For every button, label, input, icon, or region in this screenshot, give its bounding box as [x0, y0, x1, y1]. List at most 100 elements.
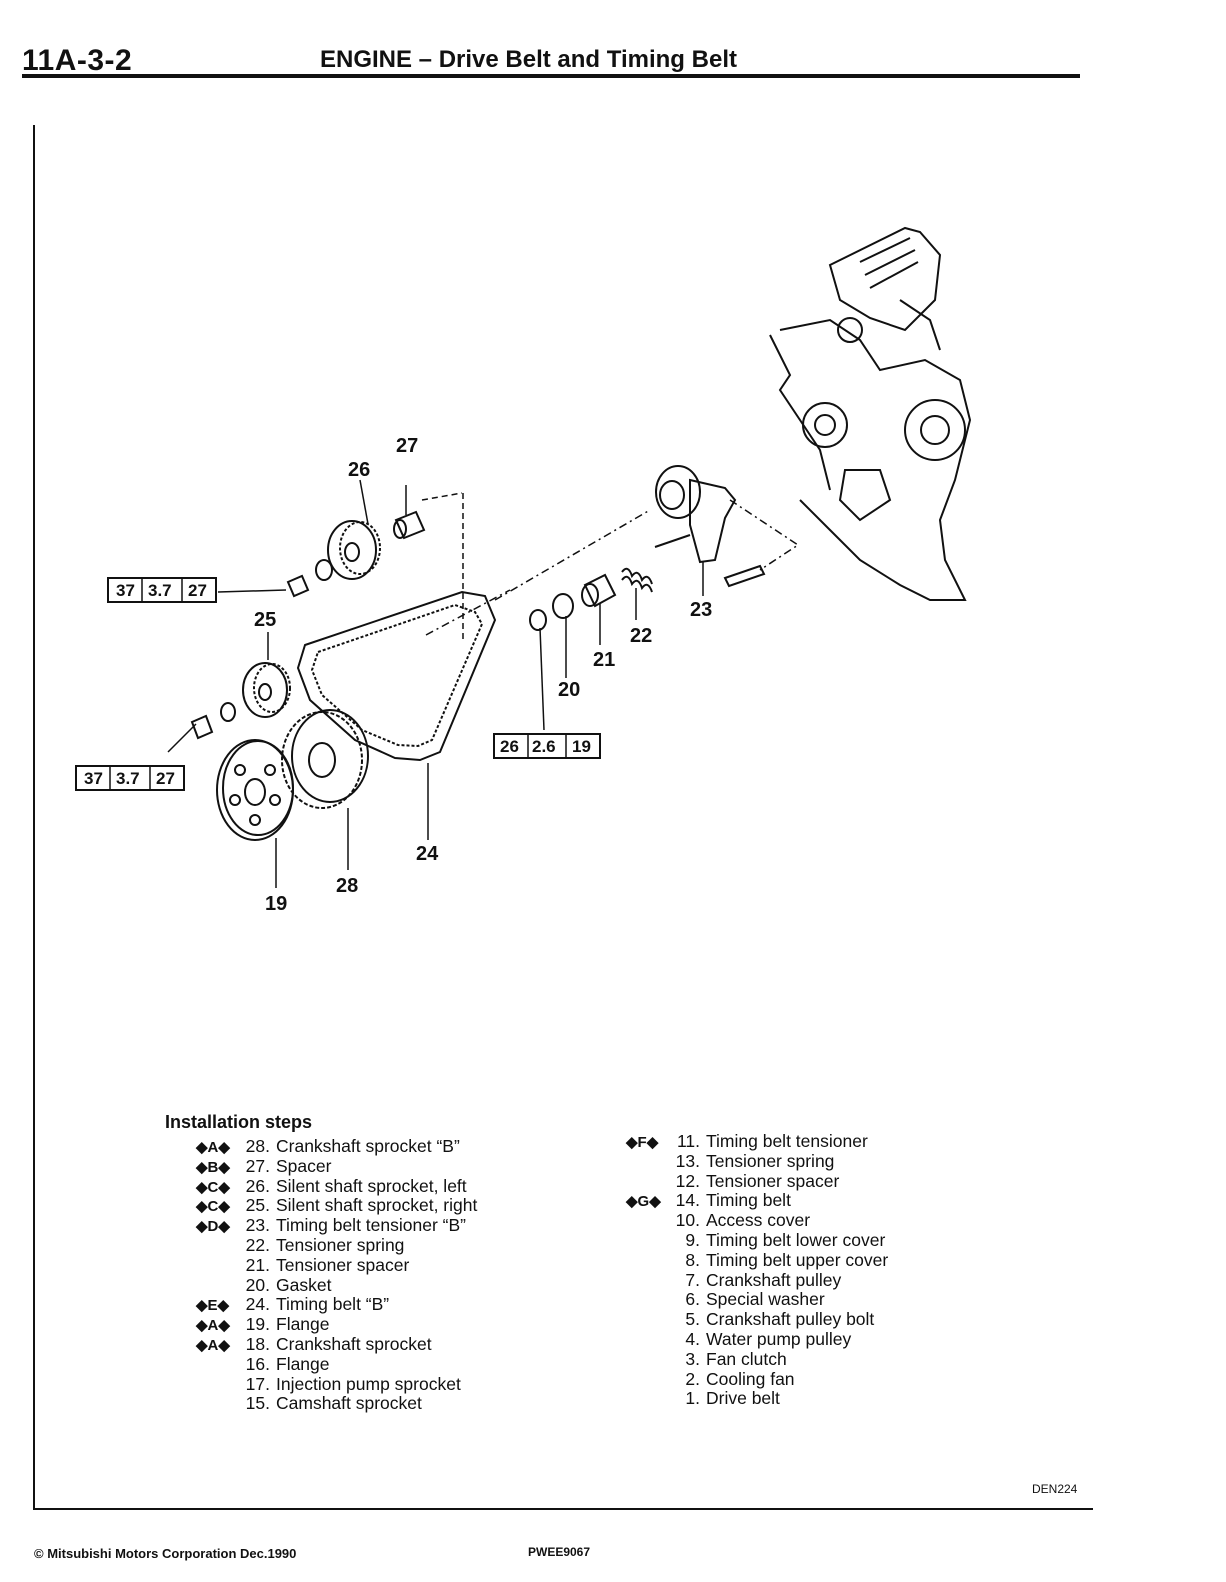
step-label: Timing belt “B” [276, 1294, 390, 1315]
step-number: 27. [245, 1155, 270, 1176]
callout-26: 26 [348, 459, 370, 481]
torque-ftlbs: 19 [572, 737, 591, 756]
step-label: Drive belt [706, 1388, 780, 1409]
tensioner-spring [621, 567, 653, 593]
step-number: 17. [245, 1373, 270, 1394]
step-number: 10. [675, 1210, 700, 1231]
header-rule [22, 74, 1080, 78]
torque-nm: 37 [84, 769, 103, 788]
step-number: 8. [685, 1249, 700, 1270]
callout-19: 19 [265, 893, 287, 915]
step-marker: ◆A◆ [196, 1317, 230, 1335]
step-number: 23. [245, 1215, 270, 1236]
step-label: Silent shaft sprocket, right [276, 1195, 478, 1216]
footer-doc-number: PWEE9067 [528, 1545, 591, 1559]
step-label: Fan clutch [706, 1348, 787, 1369]
torque-box: 37 3.7 27 [75, 765, 185, 791]
step-number: 28. [245, 1136, 270, 1156]
installation-step: 13.Tensioner spring [626, 1150, 986, 1172]
step-number: 5. [685, 1309, 700, 1330]
section-code: 11A-3-2 [22, 44, 133, 77]
installation-step: ◆F◆11.Timing belt tensioner [626, 1131, 986, 1152]
step-label: Camshaft sprocket [276, 1393, 422, 1414]
spacer [393, 510, 426, 540]
step-label: Water pump pulley [706, 1328, 852, 1349]
crankshaft-sprocket-b [281, 709, 369, 809]
step-marker: ◆D◆ [196, 1218, 230, 1236]
step-number: 6. [685, 1289, 700, 1310]
step-number: 7. [685, 1269, 700, 1290]
step-number: 20. [245, 1274, 270, 1295]
callout-25: 25 [254, 609, 276, 631]
step-label: Flange [276, 1353, 330, 1374]
step-label: Tensioner spring [706, 1150, 835, 1171]
callout-21: 21 [593, 649, 615, 671]
step-marker: ◆G◆ [626, 1193, 661, 1211]
installation-step: ◆A◆ 28. Crankshaft sprocket “B” [196, 1136, 576, 1157]
step-label: Special washer [706, 1289, 825, 1310]
engine-block-illustration [769, 226, 972, 601]
step-number: 18. [245, 1333, 270, 1354]
installation-step: 7. Crankshaft pulley [626, 1269, 986, 1291]
step-marker: ◆A◆ [196, 1139, 230, 1156]
washer [315, 559, 333, 581]
installation-step: 22.Tensioner spring [196, 1234, 576, 1256]
step-label: Access cover [706, 1210, 811, 1231]
step-marker: ◆F◆ [626, 1134, 659, 1151]
step-marker: ◆A◆ [196, 1336, 230, 1354]
step-label: Timing belt tensioner [706, 1131, 868, 1151]
step-label: Cooling fan [706, 1368, 795, 1389]
step-marker: ◆C◆ [196, 1178, 230, 1196]
installation-step: ◆B◆27.Spacer [196, 1155, 576, 1177]
step-number: 9. [685, 1229, 700, 1250]
installation-step: 3. Fan clutch [626, 1348, 986, 1370]
step-number: 4. [685, 1328, 700, 1349]
step-label: Silent shaft sprocket, left [276, 1175, 467, 1196]
tensioner-spacer [581, 573, 617, 608]
step-number: 24. [245, 1294, 270, 1315]
installation-step: 10. Access cover [626, 1210, 986, 1231]
exploded-view-diagram: 27 26 25 23 22 21 20 24 28 19 37 3.7 27 … [75, 226, 972, 915]
torque-nm: 26 [500, 737, 519, 756]
step-number: 19. [245, 1314, 270, 1335]
step-label: Tensioner spacer [276, 1254, 410, 1275]
step-label: Timing belt [706, 1190, 791, 1211]
bolt [190, 714, 214, 740]
installation-step: 5. Crankshaft pulley bolt [626, 1309, 986, 1330]
installation-step: ◆C◆25.Silent shaft sprocket, right [196, 1196, 576, 1216]
callout-23: 23 [690, 599, 712, 621]
step-label: Crankshaft pulley [706, 1269, 842, 1290]
gasket-ring [552, 593, 574, 619]
step-label: Crankshaft sprocket [276, 1333, 432, 1354]
installation-step: 8. Timing belt upper cover [626, 1249, 986, 1271]
installation-step: ◆A◆ 18. Crankshaft sprocket [196, 1333, 576, 1355]
step-marker: ◆E◆ [196, 1297, 230, 1315]
step-label: Tensioner spring [276, 1234, 405, 1255]
installation-step: 6. Special washer [626, 1290, 986, 1310]
step-label: Flange [276, 1314, 330, 1335]
step-label: Crankshaft pulley bolt [706, 1309, 875, 1330]
torque-kgm: 3.7 [116, 769, 140, 788]
installation-steps-heading: Installation steps [165, 1112, 313, 1132]
installation-step: ◆G◆14.Timing belt [626, 1191, 986, 1211]
installation-step: 12.Tensioner spacer [626, 1171, 986, 1192]
torque-nm: 37 [116, 581, 135, 600]
step-label: Timing belt upper cover [706, 1249, 889, 1270]
torque-box: 37 3.7 27 [107, 577, 217, 603]
torque-box: 26 2.6 19 [493, 733, 601, 759]
torque-ftlbs: 27 [156, 769, 175, 788]
page-title: ENGINE – Drive Belt and Timing Belt [320, 46, 737, 73]
left-margin-rule [33, 125, 35, 1510]
step-label: Crankshaft sprocket “B” [276, 1136, 460, 1156]
torque-ftlbs: 27 [188, 581, 207, 600]
installation-step: ◆E◆ 24. Timing belt “B” [196, 1295, 576, 1315]
step-number: 25. [245, 1195, 270, 1216]
torque-kgm: 3.7 [148, 581, 172, 600]
step-number: 3. [685, 1348, 700, 1369]
silent-shaft-sprocket-left [327, 520, 381, 580]
installation-step: 2. Cooling fan [626, 1368, 986, 1390]
torque-kgm: 2.6 [532, 737, 556, 756]
silent-shaft-sprocket-right [242, 662, 291, 718]
step-number: 2. [685, 1368, 700, 1389]
